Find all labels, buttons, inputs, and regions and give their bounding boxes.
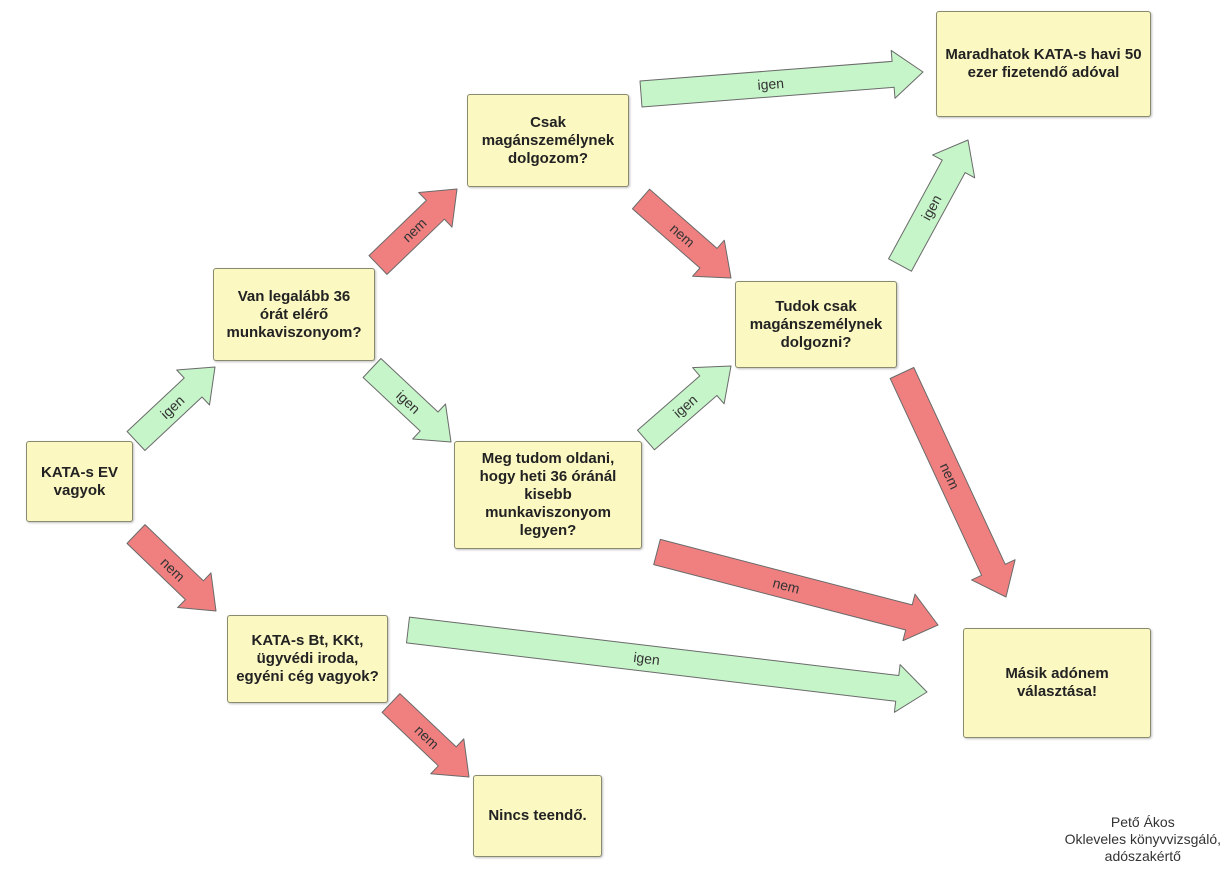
arrow-ev-to-bt-shape [126,524,217,612]
box-csak-maganszemely-text: Csak magánszemélynek dolgozom? [481,113,615,167]
arrow-bt-to-masik-label: igen [633,649,661,668]
arrow-ev-to-36h: igen [126,366,216,451]
arrow-bt-to-masik-shape [406,616,928,713]
author-signature: Pető Ákos Okleveles könyvvizsgáló, adósz… [1065,814,1221,865]
box-nincs-teendo: Nincs teendő. [473,775,602,857]
arrow-meg-to-tudok: igen [637,365,732,451]
arrow-csak-to-maradhatok-shape [639,49,924,108]
box-kata-ev-text: KATA-s EV vagyok [41,463,118,499]
arrow-csak-to-maradhatok-label: igen [757,75,785,93]
arrow-tudok-to-maradhatok-shape [888,139,976,272]
arrow-tudok-to-masik-shape [889,367,1016,598]
arrow-csak-to-tudok-shape [631,188,732,279]
arrow-bt-to-masik: igen [406,616,928,713]
arrow-meg-to-tudok-shape [637,365,732,451]
arrow-meg-to-masik: nem [653,538,939,642]
box-masik-adonem: Másik adónem választása! [963,628,1151,738]
box-meg-tudom-oldani-text: Meg tudom oldani, hogy heti 36 óránál ki… [479,450,617,539]
arrow-tudok-to-masik: nem [889,367,1016,598]
arrow-36h-to-meg: igen [362,358,452,443]
arrow-csak-to-maradhatok: igen [639,49,924,108]
box-tudok-csak: Tudok csak magánszemélynek dolgozni? [735,281,897,368]
arrow-meg-to-masik-shape [653,538,939,642]
box-legalabb-36-ora: Van legalább 36 órát elérő munkaviszonyo… [213,268,375,361]
box-nincs-teendo-text: Nincs teendő. [488,807,587,824]
arrow-36h-to-csak: nem [368,188,458,275]
box-maradhatok-kata-text: Maradhatok KATA-s havi 50 ezer fizetendő… [945,46,1142,81]
arrow-36h-to-meg-shape [362,358,452,443]
arrow-ev-to-bt: nem [126,524,217,612]
arrow-36h-to-csak-shape [368,188,458,275]
arrow-bt-to-nincs: nem [381,693,470,778]
box-bt-kkt: KATA-s Bt, KKt, ügyvédi iroda, egyéni cé… [227,615,388,703]
arrow-ev-to-36h-shape [126,366,216,451]
box-legalabb-36-ora-text: Van legalább 36 órát elérő munkaviszonyo… [226,287,362,341]
arrow-csak-to-tudok: nem [631,188,732,279]
box-tudok-csak-text: Tudok csak magánszemélynek dolgozni? [749,297,883,351]
arrow-meg-to-masik-label: nem [771,574,801,596]
arrow-tudok-to-maradhatok: igen [888,139,976,272]
box-bt-kkt-text: KATA-s Bt, KKt, ügyvédi iroda, egyéni cé… [236,632,379,685]
box-csak-maganszemely: Csak magánszemélynek dolgozom? [467,94,629,187]
box-kata-ev: KATA-s EV vagyok [26,441,133,522]
author-name: Pető Ákos [1110,814,1175,830]
author-title-1: Okleveles könyvvizsgáló, [1064,831,1221,847]
arrow-bt-to-nincs-shape [381,693,470,778]
author-title-2: adószakértő [1104,848,1181,864]
box-maradhatok-kata: Maradhatok KATA-s havi 50 ezer fizetendő… [936,11,1151,117]
box-masik-adonem-text: Másik adónem választása! [1005,665,1109,700]
box-meg-tudom-oldani: Meg tudom oldani, hogy heti 36 óránál ki… [454,441,642,549]
